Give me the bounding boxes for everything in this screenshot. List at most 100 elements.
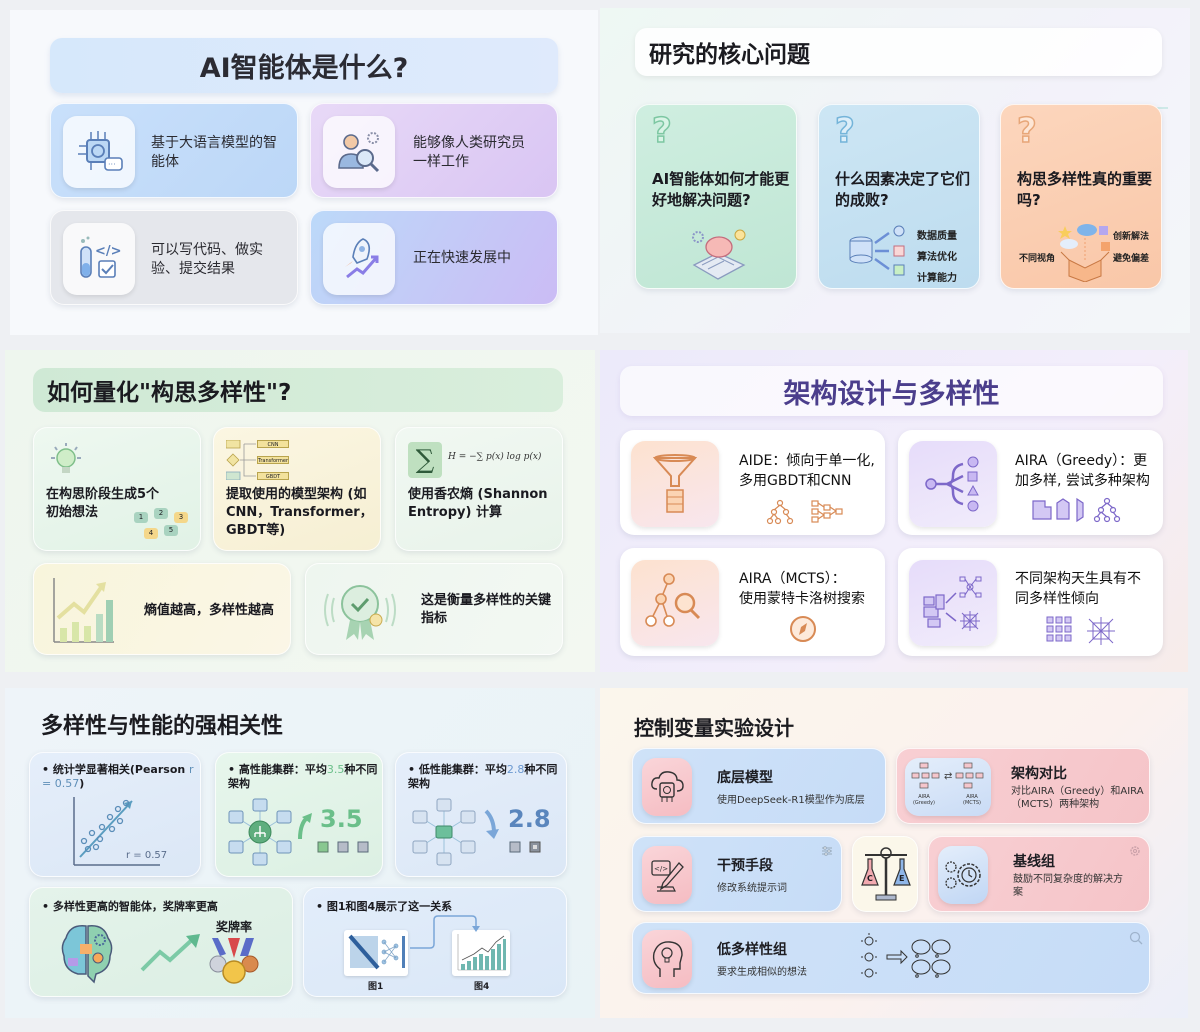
bullet-text-end: ) [79,777,85,790]
card-bullet-text: • 多样性更高的智能体，奖牌率更高 [42,900,218,913]
bullet-text: 统计学显著相关(Pearson [52,763,190,776]
arrow-up-icon [298,813,312,840]
code-edit-icon: </> [642,846,692,904]
card-text: 提取使用的模型架构 (如CNN，Transformer，GBDT等) [226,487,373,538]
card-low-performance: • 低性能集群：平均2.8种不同架构 2.8 [395,752,567,877]
bullet-text: 多样性更高的智能体，奖牌率更高 [52,900,218,913]
question-text: 构思多样性真的重要吗? [1017,170,1153,209]
card-aide: AIDE：倾向于单一化, 多用GBDT和CNN [620,430,885,535]
scale-balance-card: C E [852,836,918,912]
lightbulb-icon [51,443,81,473]
question-mark-icon: ? [834,110,855,152]
architecture-flow-icon: CNN Transformer GBDT [226,440,306,480]
question-card-solve: ? AI智能体如何才能更好地解决问题? [635,104,797,289]
card-title: 低多样性组 [717,942,787,958]
title-bar: 研究的核心问题 [635,28,1162,76]
card-low-diversity-group: 低多样性组 要求生成相似的想法 [632,922,1150,994]
bullet-text: 图1和图4展示了这一关系 [326,900,453,913]
head-lightbulb-icon [642,930,692,988]
card-desc: 使用DeepSeek-R1模型作为底层 [717,795,865,806]
card-high-performance: • 高性能集群：平均3.5种不同架构 3.5 [215,752,383,877]
panel-architecture-diversity: 架构设计与多样性 AIDE：倾向于单一化, 多用GBDT和CNN AIRA（Gr… [600,350,1188,672]
compass-icon [790,616,816,642]
card-text: 能够像人类研究员一样工作 [413,135,525,170]
chip-icons [509,841,541,853]
branching-icon [909,441,997,527]
card-architecture-comparison: ⇄ AIRA (Greedy) AIRA (MCTS) 架构对比 对比AIRA（… [896,748,1150,824]
idea-bubble: 5 [164,525,178,536]
card-bullet-text: • 低性能集群：平均2.8种不同架构 [408,763,558,790]
panel-diversity-performance: 多样性与性能的强相关性 • 统计学显著相关(Pearson r = 0.57) … [5,688,595,1018]
settings-gear-icon[interactable] [1129,845,1141,857]
card-five-ideas: 在构思阶段生成5个初始想法 1 2 3 4 5 [33,427,201,551]
sliders-icon[interactable] [821,845,833,857]
factor-label: 数据质量 [917,231,957,242]
card-text: 使用香农熵 (Shannon Entropy) 计算 [408,487,548,520]
idea-bubble: 1 [134,512,148,523]
entropy-formula: H = −∑ p(x) log p(x) [448,452,542,462]
svg-text:</>: </> [95,244,122,259]
card-line2: 加多样, 尝试多种架构 [1015,473,1150,489]
card-line2: 使用蒙特卡洛树搜索 [739,591,865,607]
flow-label-cnn: CNN [257,440,289,448]
card-medal-rate: • 多样性更高的智能体，奖牌率更高 奖牌率 [29,887,293,997]
grid-and-mesh-icon [1046,616,1115,645]
card-text: 熵值越高，多样性越高 [144,603,275,618]
card-line2: 多用GBDT和CNN [739,473,852,489]
flow-label-gbdt: GBDT [257,472,289,480]
test-tube-code-icon: </> [63,223,135,295]
colorful-brain-icon [61,925,113,984]
card-base-model: 底层模型 使用DeepSeek-R1模型作为底层 [632,748,886,824]
low-cluster-value: 2.8 [508,805,551,833]
similar-ideas-icon [861,933,951,978]
growth-arrow-icon [140,934,200,972]
search-icon[interactable] [1129,931,1143,945]
card-pearson: • 统计学显著相关(Pearson r = 0.57) r = 0.57 [29,752,201,877]
mini-label-greedy: AIRA (Greedy) [912,794,935,806]
title-bar: 如何量化"构思多样性"? [33,368,563,412]
question-text: 什么因素决定了它们的成败? [835,170,971,209]
question-mark-icon: ? [651,110,672,152]
funnel-icon [631,441,719,527]
bullet-text-end: 种不同架构 [228,763,378,790]
medals-icon [209,938,259,984]
sigma-icon: ∑ [408,442,442,478]
question-text: AI智能体如何才能更好地解决问题? [652,170,790,209]
scatter-plot-icon [73,797,160,866]
card-bullet-text: • 高性能集群：平均3.5种不同架构 [228,763,378,790]
card-desc: 修改系统提示词 [717,883,787,894]
panel-core-questions: 研究的核心问题 ? AI智能体如何才能更好地解决问题? ? 什么因素决定了它们的… [600,8,1190,333]
card-key-metric: 这是衡量多样性的关键指标 [305,563,563,655]
card-bullet-text: • 统计学显著相关(Pearson r = 0.57) [42,763,194,790]
award-badge-icon [324,585,396,640]
diversity-label: 创新解法 [1113,232,1150,242]
page-title: AI智能体是什么? [199,53,409,84]
high-cluster-value: 3.5 [320,805,363,833]
idea-bubble: 2 [154,508,168,519]
factor-label: 算法优化 [917,252,957,263]
highlight-value: 3.5 [326,763,345,776]
connector-arrow-icon [410,915,480,949]
card-line1: AIRA（Greedy）：更 [1015,453,1148,469]
card-line1: AIRA（MCTS）： [739,571,846,587]
card-aira-mcts: AIRA（MCTS）： 使用蒙特卡洛树搜索 [620,548,885,656]
flask-label-e: E [899,874,905,883]
card-desc: 对比AIRA（Greedy）和AIRA（MCTS）两种架构 [1011,786,1144,810]
card-line2: 同多样性倾向 [1015,591,1099,607]
question-card-factors: ? 什么因素决定了它们的成败? 数据质量 算法优化 计算能力 [818,104,980,289]
page-title: 研究的核心问题 [649,42,810,68]
brain-maze-icon [688,225,750,283]
card-line1: 不同架构天生具有不 [1015,571,1141,587]
card-shannon-entropy: ∑ H = −∑ p(x) log p(x) 使用香农熵 (Shannon En… [395,427,563,551]
highlight-value: r = 0.57 [42,763,194,790]
card-baseline-group: 基线组 鼓励不同复杂度的解决方案 [928,836,1150,912]
researcher-magnifier-icon [323,116,395,188]
card-higher-entropy: 熵值越高，多样性越高 [33,563,291,655]
rocket-growth-icon [323,223,395,295]
panel-controlled-experiment: 控制变量实验设计 底层模型 使用DeepSeek-R1模型作为底层 ⇄ AIRA… [600,688,1188,1018]
card-title: 架构对比 [1011,766,1067,782]
svg-text:⇄: ⇄ [944,771,952,782]
card-rapid-growth: 正在快速发展中 [310,210,558,305]
card-title: 底层模型 [717,770,773,786]
page-title: 控制变量实验设计 [634,716,794,740]
